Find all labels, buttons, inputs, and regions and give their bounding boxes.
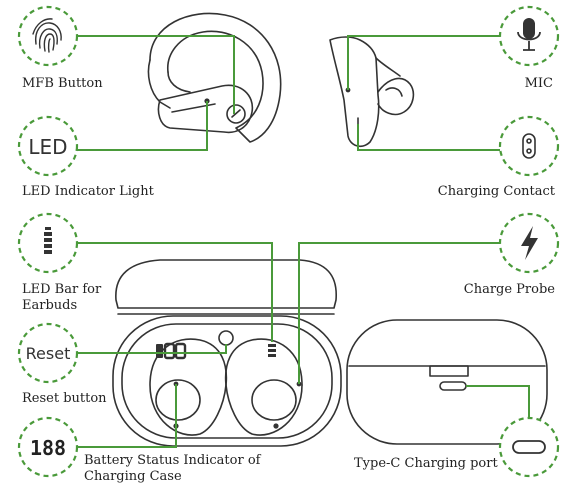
lightning-icon (521, 226, 538, 260)
callout-line-battery-status (77, 384, 177, 448)
microphone-icon (517, 18, 541, 51)
callout-line-mfb (77, 35, 235, 114)
callout-circle-reset (17, 322, 79, 384)
label-mfb-button: MFB Button (22, 76, 103, 91)
callout-circle-led (17, 115, 79, 177)
callout-line-charge-probe (298, 242, 500, 384)
callout-circle-battery-status (17, 416, 79, 478)
callout-line-reset (77, 344, 227, 354)
callout-line-charging-contact (357, 124, 500, 151)
earbud-side-view (147, 12, 282, 143)
label-mic: MIC (524, 76, 553, 91)
label-charge-probe: Charge Probe (463, 282, 555, 297)
reset-text-icon: Reset (26, 344, 71, 363)
callout-line-mic (347, 35, 500, 90)
callout-line-led (77, 101, 208, 151)
led-text-icon: LED (28, 135, 67, 159)
label-typec-port: Type-C Charging port (354, 456, 498, 471)
case-led-display (156, 342, 276, 360)
battery-bar-icon (44, 227, 52, 254)
callout-circle-mfb (17, 5, 79, 67)
earbud-back-view (329, 36, 415, 148)
digital-display-icon: 188 (30, 436, 66, 460)
callout-circle-charging-contact (498, 115, 560, 177)
label-led-bar: LED Bar for Earbuds (22, 282, 102, 313)
callout-line-led-bar (77, 242, 273, 342)
label-led-indicator-light: LED Indicator Light (22, 184, 154, 199)
label-battery-status: Battery Status Indicator of Charging Cas… (84, 453, 261, 484)
label-charging-contact: Charging Contact (437, 184, 555, 199)
usb-c-port-icon (512, 440, 546, 454)
charging-contact-icon (522, 133, 536, 159)
fingerprint-icon (32, 18, 62, 53)
callout-circle-typec (498, 416, 560, 478)
callout-line-typec (466, 385, 530, 425)
label-reset-button: Reset button (22, 391, 107, 406)
callout-circle-led-bar (17, 212, 79, 274)
callout-lines (77, 35, 530, 448)
